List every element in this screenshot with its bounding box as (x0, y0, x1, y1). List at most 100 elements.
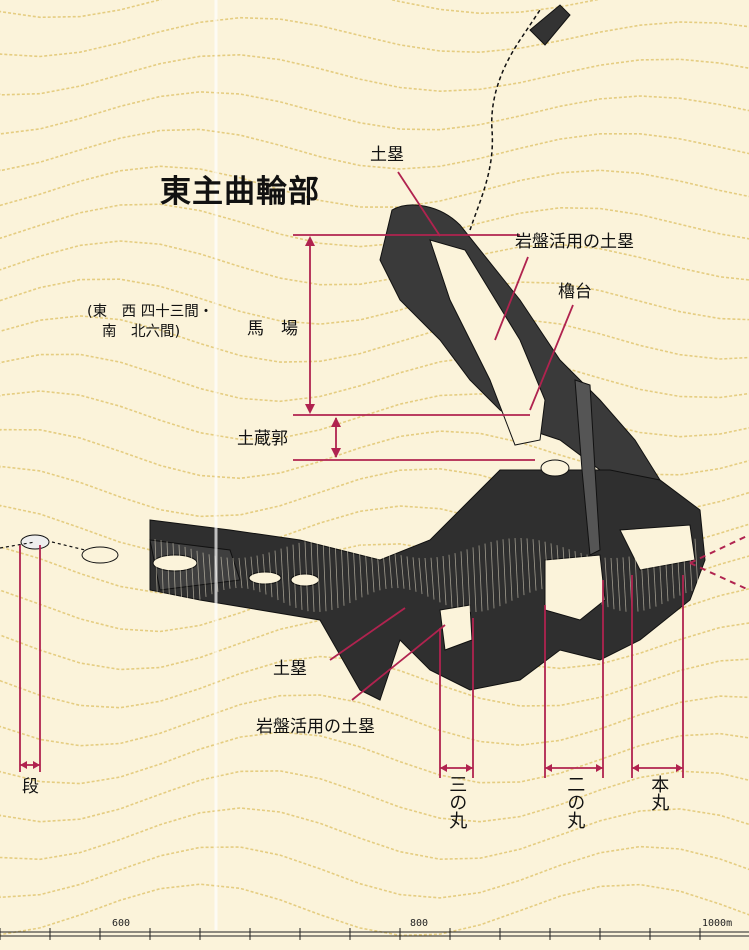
arrowheads (20, 236, 683, 772)
hachure-mark (196, 550, 201, 600)
label-baba-dims-2: 南 北六間) (102, 324, 181, 340)
hachure-mark (550, 543, 555, 589)
hachure-mark (598, 556, 603, 605)
hachure-mark (664, 546, 669, 602)
hachure-mark (262, 554, 267, 595)
contour-line (0, 770, 749, 823)
hachure-mark (658, 548, 663, 605)
hachure-mark (616, 557, 621, 611)
contour-line (0, 315, 749, 363)
scale-label-1000: 1000m (702, 918, 733, 929)
hachure-mark (244, 557, 249, 589)
hachure-mark (682, 540, 687, 594)
hachure-mark (310, 539, 315, 612)
label-baba-dims-1: (東 西 四十三間・ (87, 304, 214, 320)
hachure-mark (394, 553, 399, 589)
contour-line (0, 883, 749, 937)
hachure-mark (502, 539, 507, 604)
hachure-mark (184, 546, 189, 606)
hachure-mark (280, 548, 285, 603)
hachure-mark (586, 554, 591, 600)
hachure-mark (622, 557, 627, 612)
contour-line (0, 16, 749, 58)
hachure-mark (406, 556, 411, 590)
hachure-mark (166, 541, 171, 612)
hachure-mark (472, 547, 477, 612)
hachure-mark (382, 549, 387, 589)
label-dan: 段 (22, 777, 39, 797)
hachure-mark (346, 539, 351, 604)
hachure-mark (532, 539, 537, 591)
hachure-mark (448, 554, 453, 608)
contour-line (0, 353, 749, 403)
hachure-mark (694, 538, 699, 590)
label-honmaru: 本丸 (648, 775, 670, 811)
hachure-mark (646, 552, 651, 609)
label-ganban-top: 岩盤活用の土塁 (515, 232, 634, 252)
hachure-mark (274, 550, 279, 601)
hachure-mark (370, 545, 375, 593)
hachure-mark (190, 548, 195, 603)
hachure-mark (640, 553, 645, 611)
hachure-mark (490, 541, 495, 609)
map-title: 東主曲輪部 (160, 174, 320, 210)
hachure-mark (322, 538, 327, 612)
hachure-mark (466, 549, 471, 612)
contour-line (0, 53, 749, 96)
hachure-mark (652, 550, 657, 607)
hachure-mark (634, 555, 639, 612)
hachure-mark (412, 557, 417, 592)
scale-label-800: 800 (410, 918, 429, 929)
contour-line (0, 694, 749, 747)
hachure-mark (514, 538, 519, 598)
hachure-mark (430, 557, 435, 600)
hachure-mark (604, 557, 609, 608)
hachure-mark (202, 552, 207, 597)
hachure-mark (208, 554, 213, 595)
hachure-mark (508, 538, 513, 601)
hachure-mark (556, 545, 561, 589)
contour-line (0, 278, 749, 325)
contour-line (0, 807, 749, 861)
hachure-mark (496, 540, 501, 607)
contour-line (0, 731, 749, 785)
contour-line (0, 240, 749, 286)
hachure-mark (226, 557, 231, 589)
hachure-mark (364, 544, 369, 595)
hachure-mark (340, 538, 345, 606)
hachure-mark (670, 544, 675, 599)
hachure-mark (688, 539, 693, 591)
hachure-mark (484, 543, 489, 611)
hachure-mark (574, 551, 579, 594)
contour-line (0, 845, 749, 899)
hachure-mark (478, 545, 483, 612)
hachure-mark (160, 540, 165, 612)
label-yagura: 櫓台 (558, 282, 592, 302)
label-dorui-top: 土塁 (370, 145, 404, 165)
hachure-mark (250, 556, 255, 591)
hachure-mark (454, 553, 459, 610)
label-dorui-bottom: 土塁 (273, 659, 307, 679)
scale-label-600: 600 (112, 918, 131, 929)
label-ninomaru: 二の丸 (564, 775, 586, 829)
hachure-mark (544, 541, 549, 589)
hachure-mark (436, 557, 441, 603)
hachure-mark (676, 542, 681, 596)
hachure-mark (568, 549, 573, 592)
hachure-marks (154, 537, 699, 613)
hachure-mark (376, 547, 381, 591)
contour-line (0, 91, 749, 135)
hachure-mark (580, 552, 585, 597)
label-sannomaru: 三の丸 (446, 775, 468, 829)
hachure-mark (172, 543, 177, 610)
label-dozo: 土蔵郭 (237, 429, 288, 449)
hachure-mark (538, 540, 543, 590)
hachure-mark (520, 538, 525, 596)
contour-line (0, 203, 749, 248)
hachure-mark (352, 540, 357, 601)
hachure-mark (220, 556, 225, 591)
label-ganban-bottom: 岩盤活用の土塁 (256, 717, 375, 737)
scale-ticks (0, 928, 701, 940)
hachure-mark (328, 537, 333, 610)
hachure-mark (610, 557, 615, 610)
